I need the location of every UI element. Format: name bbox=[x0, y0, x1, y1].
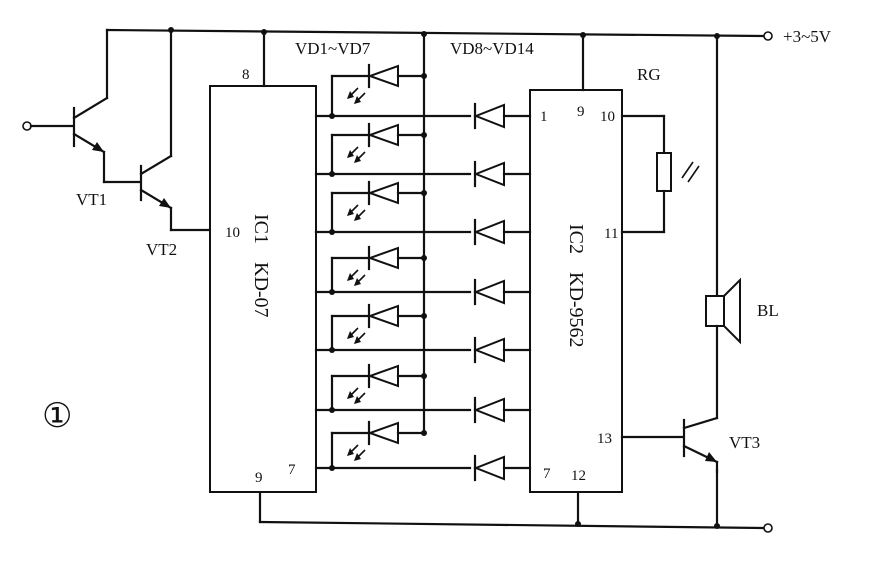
diode-vd13 bbox=[473, 396, 532, 424]
resistor-label: RG bbox=[637, 65, 661, 84]
ic2-pin-11: 11 bbox=[604, 226, 618, 242]
led-vd2 bbox=[330, 122, 427, 176]
led-vd7 bbox=[330, 420, 427, 470]
speaker: BL bbox=[705, 34, 779, 420]
ic1-part: KD-07 bbox=[250, 262, 272, 318]
ic1-pin-9: 9 bbox=[255, 470, 263, 486]
figure-number: ① bbox=[42, 396, 72, 436]
ground-rail bbox=[258, 468, 773, 533]
ic2-pin-1: 1 bbox=[540, 109, 548, 125]
led-vd6 bbox=[330, 363, 427, 412]
led-vd1 bbox=[330, 63, 427, 118]
ic2-part: KD-9562 bbox=[565, 272, 587, 348]
led-vd4 bbox=[330, 245, 427, 294]
diode-vd9 bbox=[473, 160, 532, 188]
vt1-label: VT1 bbox=[76, 190, 107, 209]
led-array bbox=[330, 63, 427, 470]
ic1-pin-10: 10 bbox=[225, 225, 240, 241]
ic2-pin-13: 13 bbox=[597, 431, 612, 447]
input-terminal bbox=[22, 121, 32, 131]
vt3-transistor: VT3 bbox=[620, 416, 760, 474]
diode-group-label: VD8~VD14 bbox=[450, 39, 534, 58]
ic2-pin-12: 12 bbox=[571, 468, 586, 484]
ic1-pin-8: 8 bbox=[242, 67, 250, 83]
ic1-chip: 8 10 9 7 IC1 KD-07 bbox=[209, 30, 317, 493]
input-darlington: VT1 VT2 bbox=[22, 28, 212, 259]
vt2-label: VT2 bbox=[146, 240, 177, 259]
ic2-pin-10: 10 bbox=[600, 109, 615, 125]
speaker-label: BL bbox=[757, 301, 779, 320]
led-group-label: VD1~VD7 bbox=[295, 39, 371, 58]
rg-resistor: RG bbox=[620, 65, 700, 234]
ground-terminal bbox=[763, 523, 773, 533]
diode-vd12 bbox=[473, 336, 532, 364]
ic1-pin-7: 7 bbox=[288, 462, 296, 478]
diode-vd14 bbox=[473, 454, 532, 482]
ic2-pin-9: 9 bbox=[577, 104, 585, 120]
vt3-label: VT3 bbox=[729, 433, 760, 452]
diode-vd10 bbox=[473, 218, 532, 246]
diode-vd8 bbox=[473, 102, 532, 130]
ic1-name: IC1 bbox=[250, 214, 272, 244]
ic2-name: IC2 bbox=[565, 224, 587, 254]
ic2-chip: 1 9 10 11 13 7 12 IC2 KD-9562 bbox=[529, 33, 623, 493]
ic2-pin-7: 7 bbox=[543, 466, 551, 482]
diode-vd11 bbox=[473, 278, 532, 306]
diode-array bbox=[314, 102, 532, 482]
supply-terminal bbox=[763, 31, 773, 41]
led-vd5 bbox=[330, 303, 427, 352]
led-vd3 bbox=[330, 180, 427, 234]
supply-voltage-label: +3~5V bbox=[783, 27, 832, 46]
